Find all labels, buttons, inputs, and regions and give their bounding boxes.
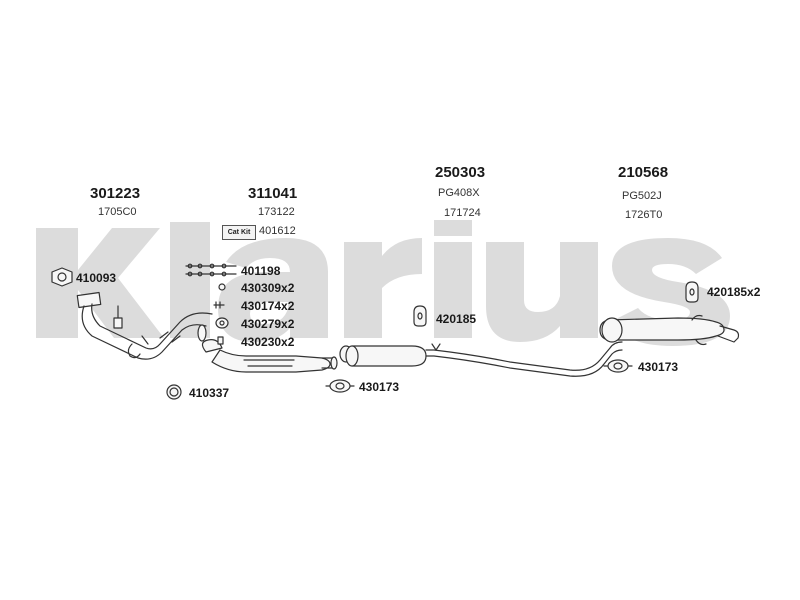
group-sub-PG502J: PG502J: [622, 190, 662, 202]
group-sub-PG408X: PG408X: [438, 187, 480, 199]
bolt-430230: [217, 336, 224, 345]
group-main-301223: 301223: [90, 185, 141, 202]
part-430230x2: 430230x2: [241, 335, 295, 349]
group-sub-171724: 171724: [444, 207, 481, 219]
group-main-311041: 311041: [248, 185, 298, 202]
centre-silencer-250303: [339, 341, 623, 377]
gasket-430279: [215, 317, 229, 329]
part-430309x2: 430309x2: [241, 281, 295, 295]
nut-430309: [218, 283, 226, 291]
spring-430174: [213, 301, 225, 309]
part-420185x2: 420185x2: [707, 285, 761, 299]
cat-kit-part: 401612: [259, 225, 296, 237]
part-430173-centre: 430173: [359, 380, 400, 394]
clamp-430173b: [603, 359, 633, 373]
group-main-250303: 250303: [435, 164, 486, 181]
gasket-410093: [51, 267, 73, 287]
part-410337: 410337: [189, 386, 230, 400]
mount-420185: [413, 305, 427, 327]
rear-silencer-210568: [599, 314, 740, 346]
catalytic-converter-311041: [201, 339, 338, 373]
bolt-set-401198: [185, 263, 237, 277]
part-430174x2: 430174x2: [241, 299, 295, 313]
clamp-430173a: [325, 379, 355, 393]
group-sub-1705C0: 1705C0: [98, 206, 137, 218]
mount-420185x2: [685, 281, 699, 303]
cat-kit-badge: Cat Kit: [222, 225, 256, 240]
group-main-210568: 210568: [618, 164, 669, 181]
part-401198: 401198: [241, 264, 281, 278]
part-430279x2: 430279x2: [241, 317, 295, 331]
part-420185: 420185: [436, 312, 477, 326]
group-sub-1726T0: 1726T0: [625, 209, 663, 221]
front-pipe-301223: [76, 291, 213, 360]
ring-410337: [166, 384, 182, 400]
part-430173-rear: 430173: [638, 360, 679, 374]
group-sub-173122: 173122: [258, 206, 295, 218]
part-410093: 410093: [76, 271, 117, 285]
